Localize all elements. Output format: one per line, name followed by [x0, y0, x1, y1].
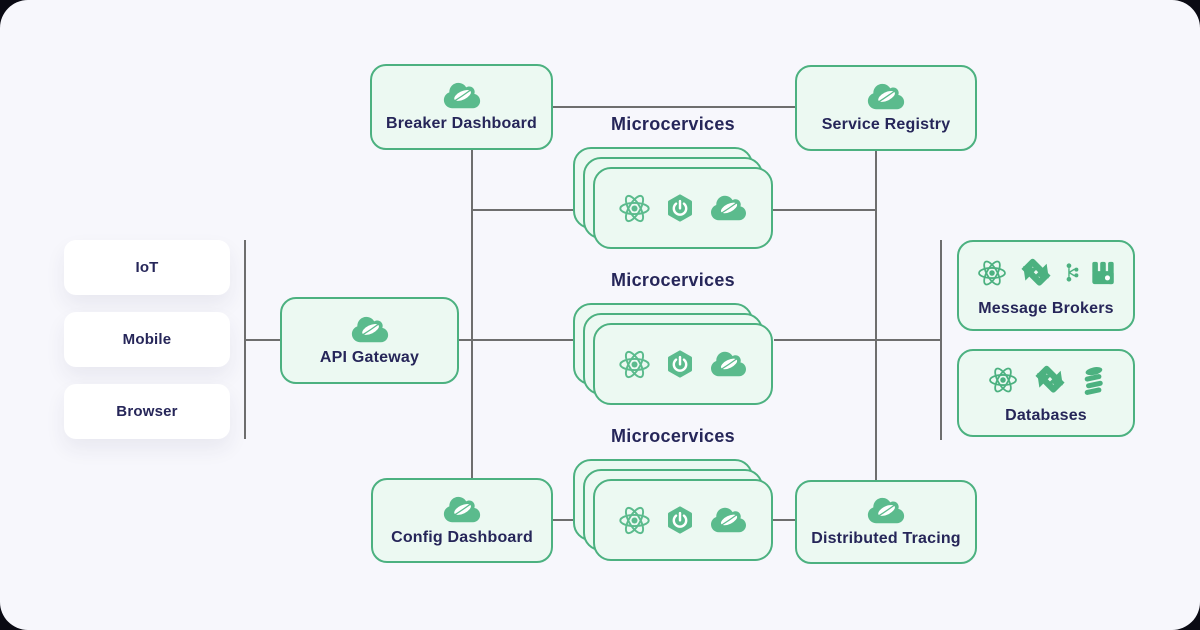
client-card-mobile: Mobile — [64, 312, 230, 367]
spring-cloud-icon — [708, 350, 749, 378]
client-bracket-line — [244, 240, 246, 439]
spring-boot-icon — [665, 193, 695, 223]
client-label: Browser — [116, 403, 178, 420]
react-icon — [617, 191, 652, 226]
spring-cloud-icon — [708, 506, 749, 534]
react-icon — [976, 257, 1008, 289]
node-label: Distributed Tracing — [811, 530, 961, 547]
stack-card-front — [593, 479, 773, 561]
react-icon — [987, 364, 1019, 396]
react-icon — [617, 503, 652, 538]
spring-boot-icon — [665, 505, 695, 535]
microservices-stack — [573, 147, 773, 249]
node-databases: Databases — [957, 349, 1135, 437]
connector-line — [473, 209, 574, 211]
microservices-label: Microcervices — [611, 426, 735, 446]
database-icons — [987, 361, 1106, 399]
node-label: Service Registry — [821, 116, 951, 133]
node-config-dashboard: Config Dashboard — [371, 478, 553, 563]
node-api-gateway: API Gateway — [280, 297, 459, 384]
client-label: Mobile — [122, 331, 172, 348]
microservices-stack — [573, 459, 773, 561]
microservices-label: Microcervices — [611, 114, 735, 134]
stack-card-front — [593, 167, 773, 249]
connector-line — [553, 106, 795, 108]
connector-line — [246, 339, 280, 341]
spring-cloud-icon — [441, 81, 483, 110]
connector-line — [875, 151, 877, 481]
spring-cloud-icon — [708, 194, 749, 222]
spring-cloud-icon — [865, 82, 907, 111]
connector-line — [471, 150, 473, 479]
connector-line — [459, 339, 574, 341]
node-label: Breaker Dashboard — [385, 115, 538, 132]
client-card-browser: Browser — [64, 384, 230, 439]
kafka-icon — [1064, 261, 1081, 284]
node-distributed-tracing: Distributed Tracing — [795, 480, 977, 564]
connector-line — [774, 339, 941, 341]
spring-cloud-icon — [865, 496, 907, 525]
react-icon — [617, 347, 652, 382]
node-label: Databases — [1005, 407, 1087, 424]
exchange-icon — [1031, 361, 1069, 399]
node-label: Config Dashboard — [391, 528, 533, 546]
node-label: Message Brokers — [978, 299, 1114, 317]
client-card-iot: IoT — [64, 240, 230, 295]
node-label: API Gateway — [319, 348, 420, 366]
backend-bracket-line — [940, 240, 942, 440]
microservices-stack — [573, 303, 773, 405]
connector-line — [553, 519, 574, 521]
database-icon — [1081, 366, 1106, 395]
node-message-brokers: Message Brokers — [957, 240, 1135, 331]
node-breaker-dashboard: Breaker Dashboard — [370, 64, 553, 150]
microservices-label: Microcervices — [611, 270, 735, 290]
stack-card-front — [593, 323, 773, 405]
spring-cloud-icon — [441, 495, 483, 524]
spring-boot-icon — [665, 349, 695, 379]
node-service-registry: Service Registry — [795, 65, 977, 151]
connector-line — [773, 519, 796, 521]
broker-icons — [976, 254, 1116, 292]
spring-cloud-icon — [349, 315, 391, 344]
exchange-icon — [1017, 254, 1055, 292]
connector-line — [773, 209, 877, 211]
client-label: IoT — [135, 259, 159, 276]
rabbitmq-icon — [1090, 260, 1116, 286]
